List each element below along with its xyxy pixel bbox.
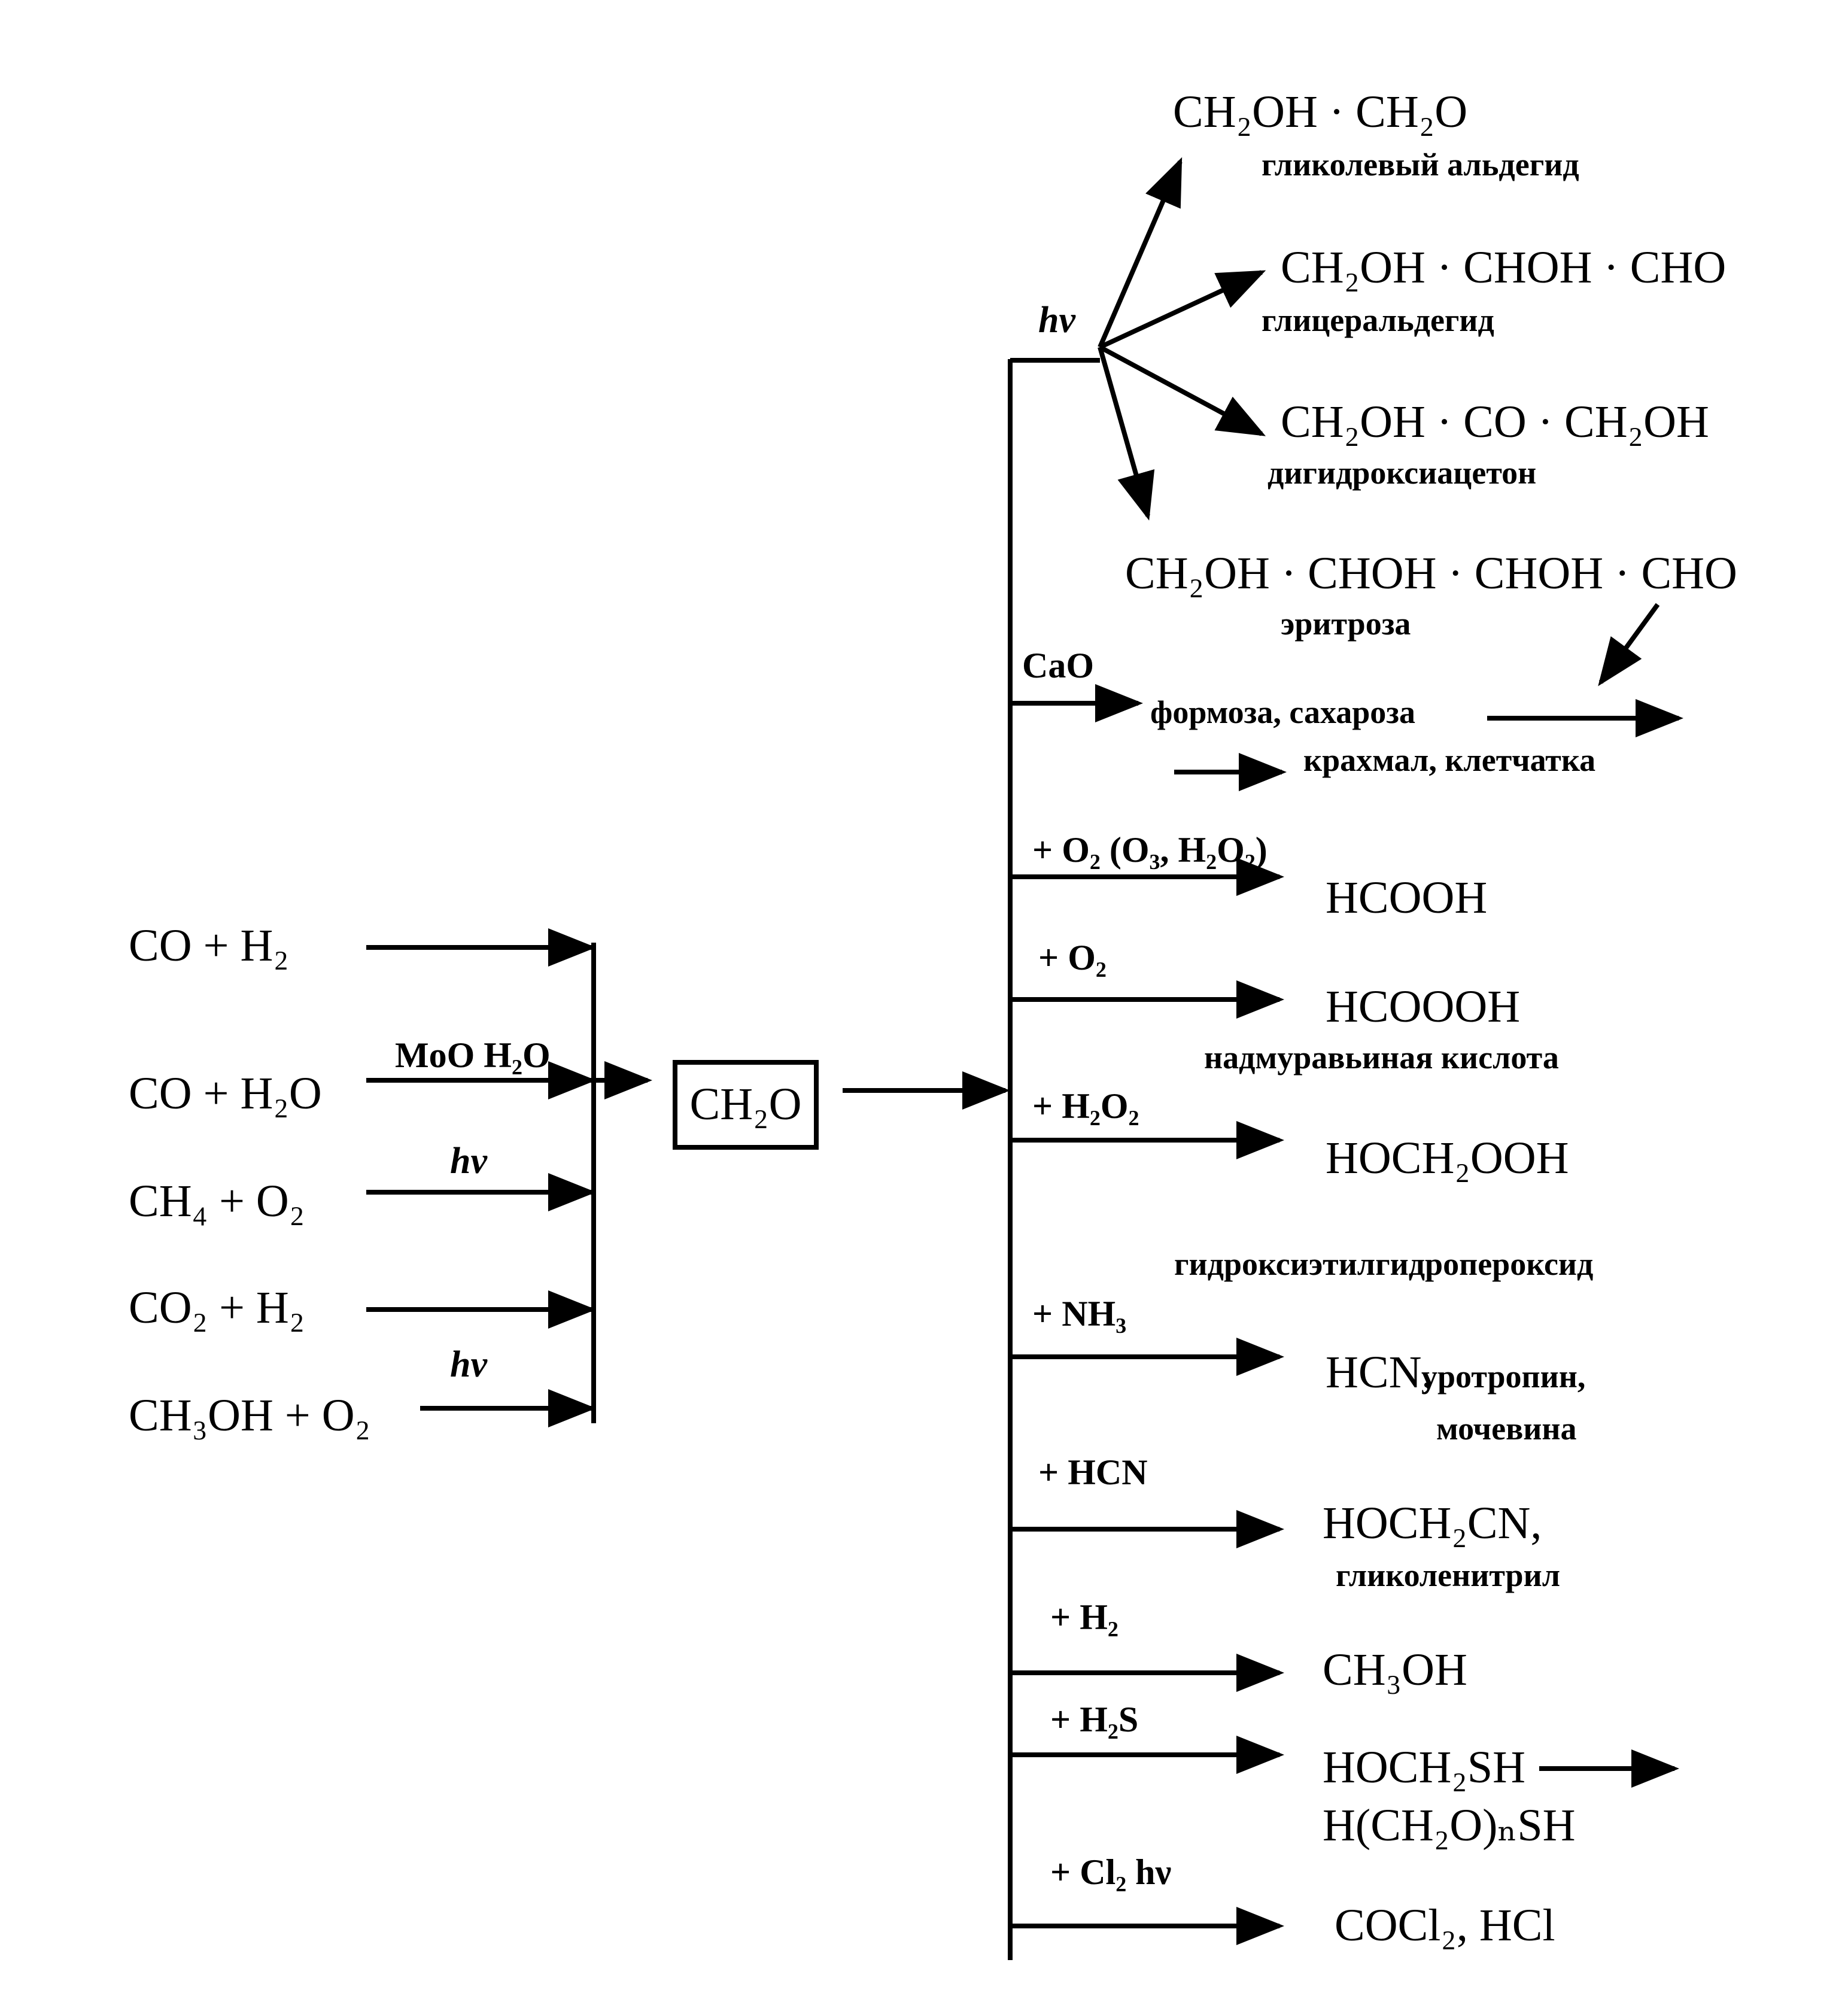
condition-moo-h2o: MoO H₂O: [395, 1035, 551, 1075]
name-urea: мочевина: [1436, 1411, 1576, 1447]
name-hoch2ooh: гидроксиэтилгидропероксид: [1174, 1246, 1593, 1282]
arrow-photolysis-2: [1099, 270, 1266, 350]
branch-nh3: + NH₃ HCN, уротропин, мочевина: [1010, 1294, 1585, 1447]
reactant-section: CO + H₂ CO + H₂O CH₄ + O₂ CO₂ + H₂ CH₃OH…: [129, 920, 652, 1441]
reactant-ch4-o2: CH₄ + O₂: [129, 1176, 305, 1226]
product-hcoooh: HCOOOH: [1326, 982, 1520, 1032]
arrow-erythrose-to-formose: [1598, 603, 1660, 686]
reagent-nh3: + NH₃: [1032, 1294, 1126, 1333]
product-erythrose: CH₂OH · CHOH · CHOH · CHO: [1125, 548, 1737, 599]
name-hcoooh: надмуравьиная кислота: [1204, 1040, 1559, 1076]
branch-h2s: + H₂S HOCH₂SH H(CH₂O)ₙSH: [1010, 1700, 1679, 1851]
branch-h2: + H₂ CH₃OH: [1010, 1597, 1467, 1695]
reagent-o2: + O₂: [1038, 938, 1107, 977]
condition-hv-ch3oh: hν: [450, 1344, 488, 1385]
product-cocl2-hcl: COCl₂, HCl: [1335, 1900, 1555, 1951]
product-polythiol: H(CH₂O)ₙSH: [1323, 1800, 1576, 1851]
product-hoch2cn: HOCH₂CN,: [1323, 1498, 1542, 1548]
product-glycolaldehyde: CH₂OH · CH₂O: [1173, 87, 1467, 137]
reagent-h2s: + H₂S: [1050, 1700, 1138, 1739]
name-erythrose: эритроза: [1281, 606, 1411, 642]
name-dihydroxyacetone: дигидроксиацетон: [1268, 455, 1536, 491]
branch-hcn: + HCN HOCH₂CN, гликоленитрил: [1010, 1453, 1560, 1593]
reagent-h2: + H₂: [1050, 1597, 1118, 1637]
branch-cl2: + Cl₂ hν COCl₂, HCl: [1010, 1852, 1555, 1951]
center-formula: CH₂O: [690, 1079, 802, 1129]
photolysis-branch: hν CH₂OH · CH₂O гликолевый альдегид CH₂O…: [1010, 87, 1737, 686]
product-urotropine: уротропин,: [1421, 1359, 1585, 1395]
reactant-co-h2o: CO + H₂O: [129, 1068, 322, 1119]
product-starch: крахмал, клетчатка: [1303, 742, 1595, 778]
reagent-cao: CaO: [1022, 646, 1094, 685]
branch-o2: + O₂ HCOOOH надмуравьиная кислота: [1010, 938, 1559, 1076]
branch-h2o2: + H₂O₂ HOCH₂OOH гидроксиэтилгидроперокси…: [1010, 1086, 1593, 1282]
name-glycolonitrile: гликоленитрил: [1336, 1557, 1560, 1593]
reactant-ch3oh-o2: CH₃OH + O₂: [129, 1390, 370, 1441]
reactant-co-h2: CO + H₂: [129, 920, 289, 971]
reagent-cl2-hv: + Cl₂ hν: [1050, 1852, 1172, 1892]
product-glyceraldehyde: CH₂OH · CHOH · CHO: [1281, 242, 1726, 293]
product-hcooh: HCOOH: [1326, 873, 1487, 923]
branch-o2-o3-h2o2: + O₂ (O₃, H₂O₂) HCOOH: [1010, 830, 1487, 923]
center-compound: CH₂O: [673, 1060, 1010, 1150]
product-hcn: HCN,: [1326, 1347, 1433, 1397]
product-dihydroxyacetone: CH₂OH · CO · CH₂OH: [1281, 397, 1709, 447]
name-glycolaldehyde: гликолевый альдегид: [1262, 147, 1579, 183]
product-hoch2sh: HOCH₂SH: [1323, 1742, 1525, 1793]
reagent-hcn: + HCN: [1038, 1453, 1148, 1492]
reactant-co2-h2: CO₂ + H₂: [129, 1283, 305, 1333]
arrow-photolysis-1: [1098, 157, 1183, 348]
product-formose: формоза, сахароза: [1150, 694, 1415, 730]
product-ch3oh: CH₃OH: [1323, 1645, 1467, 1695]
reagent-o2-o3-h2o2: + O₂ (O₃, H₂O₂): [1032, 830, 1268, 870]
arrow-photolysis-4: [1098, 346, 1155, 521]
product-hoch2ooh: HOCH₂OOH: [1326, 1133, 1569, 1183]
reagent-h2o2: + H₂O₂: [1032, 1086, 1139, 1126]
arrow-photolysis-3: [1099, 345, 1266, 436]
branch-cao: CaO формоза, сахароза крахмал, клетчатка: [1010, 646, 1683, 791]
name-glyceraldehyde: глицеральдегид: [1262, 302, 1494, 338]
center-box: [673, 1060, 819, 1150]
photolysis-condition: hν: [1038, 300, 1076, 341]
condition-hv-ch4: hν: [450, 1141, 488, 1181]
